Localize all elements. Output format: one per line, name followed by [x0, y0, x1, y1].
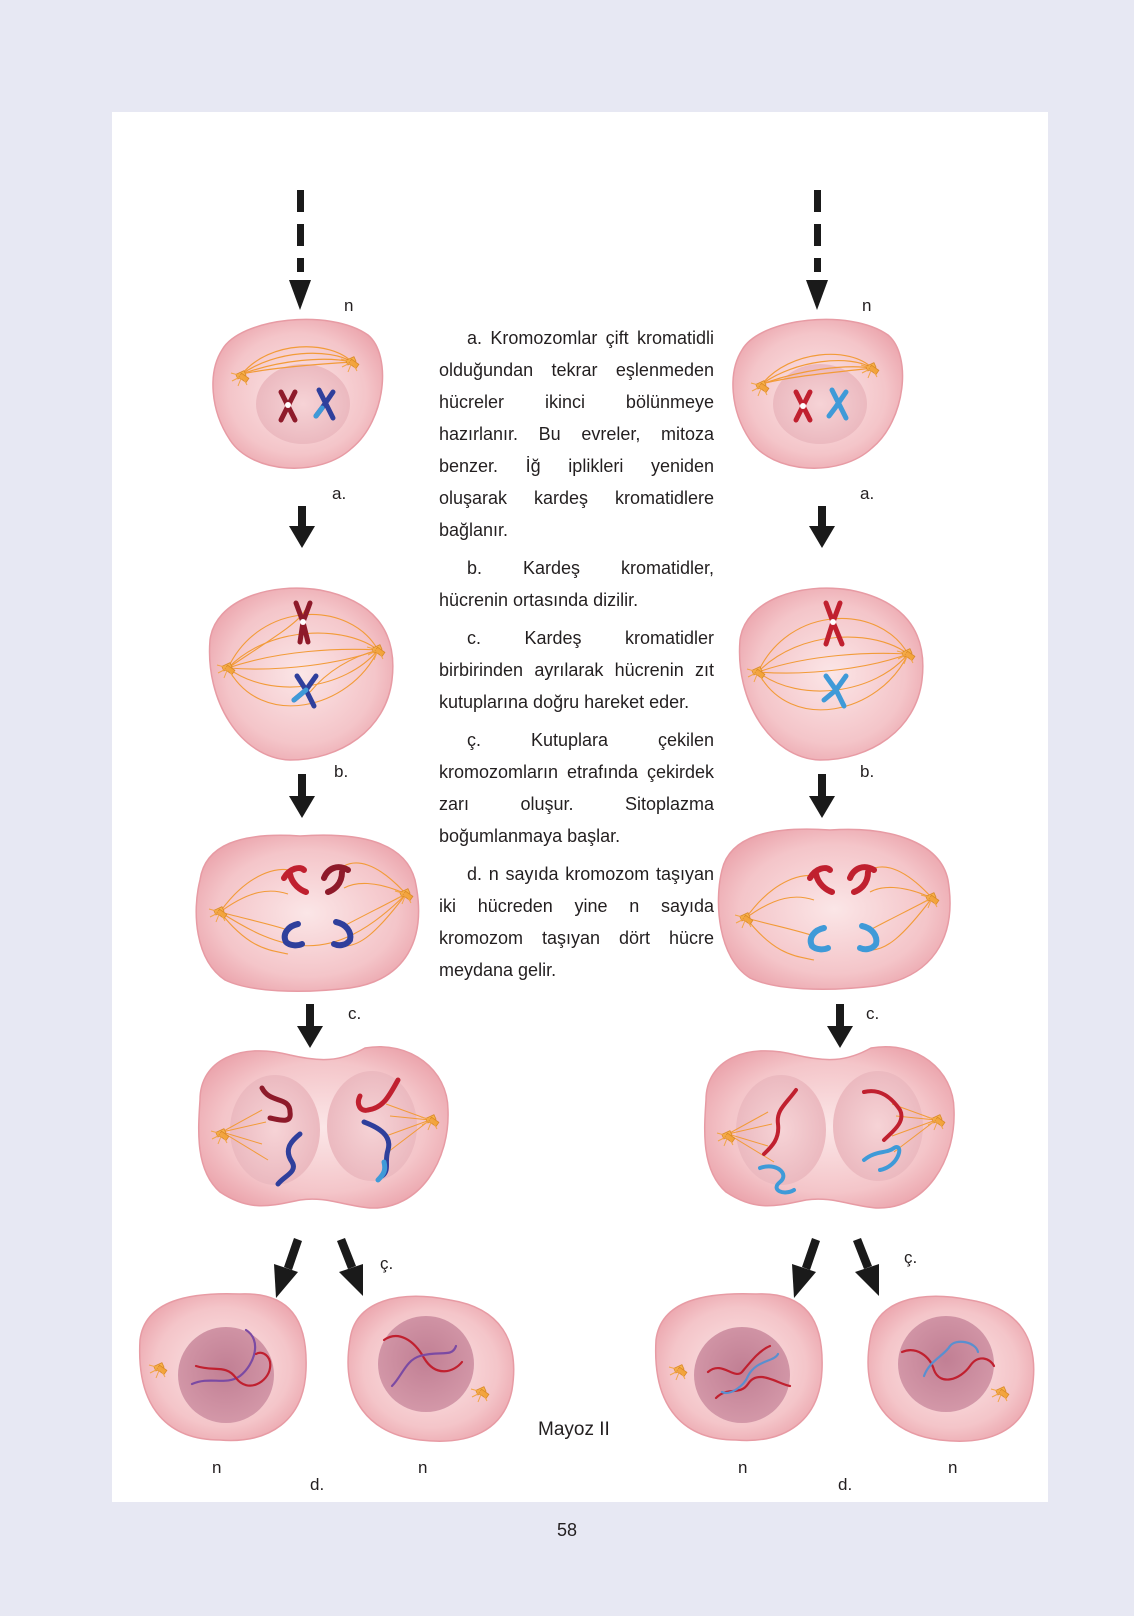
label-n-right-d1: n: [738, 1458, 748, 1477]
dashed-arrow-right: [806, 190, 828, 310]
description-a: a. Kromozomlar çift kromatidli olduğunda…: [439, 328, 714, 540]
down-arrow-left-2: [289, 774, 315, 818]
left-cell-c2: [197, 1046, 449, 1209]
label-left-b: b.: [334, 762, 349, 781]
label-right-b: b.: [860, 762, 875, 781]
right-cell-a: [732, 318, 904, 469]
description-c2: ç. Kutuplara çekilen kromozomların etraf…: [439, 730, 714, 846]
label-right-d: d.: [838, 1475, 853, 1494]
description-c: c. Kardeş kromatidler birbirinden ayrıla…: [439, 628, 714, 712]
description-d: d. n sayıda kromozom taşıyan iki hücrede…: [439, 864, 714, 980]
dashed-arrow-left: [289, 190, 311, 310]
right-cell-c2: [703, 1046, 955, 1209]
down-arrow-right-2: [809, 774, 835, 818]
label-n-right-d2: n: [948, 1458, 958, 1477]
right-cell-c: [717, 828, 951, 991]
left-cell-d2: [347, 1295, 515, 1442]
left-column: [138, 190, 515, 1442]
label-left-c: c.: [348, 1004, 362, 1023]
right-column: [654, 190, 1035, 1442]
diag-arrows-left: [274, 1238, 363, 1298]
diag-arrows-right: [792, 1238, 879, 1298]
label-n-right-top: n: [862, 296, 872, 315]
label-left-d: d.: [310, 1475, 325, 1494]
label-n-left-d1: n: [212, 1458, 222, 1477]
label-right-c2: ç.: [904, 1248, 918, 1267]
label-right-a: a.: [860, 484, 875, 503]
label-left-c2: ç.: [380, 1254, 394, 1273]
left-cell-b: [208, 587, 394, 761]
description-b: b. Kardeş kromatidler, hücrenin ortasınd…: [439, 558, 714, 610]
label-left-a: a.: [332, 484, 347, 503]
right-cell-b: [738, 587, 924, 761]
right-cell-d1: [654, 1292, 823, 1442]
label-n-left-top: n: [344, 296, 354, 315]
label-right-c: c.: [866, 1004, 880, 1023]
down-arrow-right-1: [809, 506, 835, 548]
down-arrow-left-1: [289, 506, 315, 548]
down-arrow-left-3: [297, 1004, 323, 1048]
left-cell-c: [195, 834, 420, 993]
stage-descriptions: a. Kromozomlar çift kromatidli olduğunda…: [439, 322, 714, 992]
down-arrow-right-3: [827, 1004, 853, 1048]
label-n-left-d2: n: [418, 1458, 428, 1477]
right-cell-d2: [867, 1295, 1035, 1442]
page-number: 58: [556, 1520, 578, 1540]
left-cell-a: [212, 318, 384, 469]
figure-title: Mayoz II: [538, 1419, 610, 1440]
left-cell-d1: [138, 1292, 307, 1442]
